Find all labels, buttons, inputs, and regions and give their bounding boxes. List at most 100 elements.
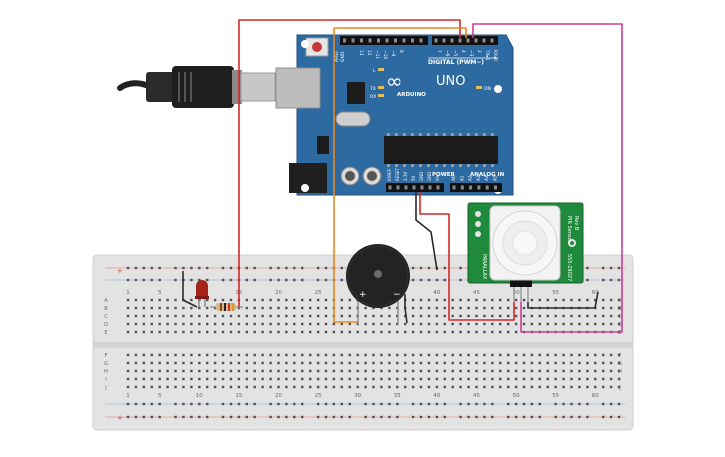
breadboard-col-label: 35 bbox=[394, 393, 401, 399]
wire-black-buzzer-gnd[interactable] bbox=[404, 294, 408, 324]
wire-red-5v[interactable] bbox=[419, 192, 515, 321]
breadboard-row-label: J bbox=[104, 385, 106, 391]
digital-pin-label: ~10 bbox=[382, 50, 388, 59]
power-pin-label: GND bbox=[419, 172, 424, 181]
wire-magenta-pir[interactable] bbox=[472, 23, 623, 333]
logo-minus: − bbox=[396, 78, 402, 86]
tx-label: TX bbox=[369, 86, 376, 92]
breadboard-row-label: E bbox=[618, 330, 621, 336]
digital-header-right bbox=[432, 36, 498, 45]
wire-black-gnd[interactable] bbox=[415, 192, 438, 271]
breadboard-col-label: 20 bbox=[275, 393, 282, 399]
digital-pin-label: 12 bbox=[366, 50, 372, 56]
breadboard-row-label: C bbox=[104, 314, 108, 320]
breadboard-col-label: 50 bbox=[513, 290, 520, 296]
analog-in-label: ANALOG IN bbox=[470, 172, 505, 178]
digital-pin-label: 4 bbox=[460, 50, 466, 53]
breadboard-col-label: 25 bbox=[315, 393, 322, 399]
breadboard-row-label: I bbox=[105, 377, 106, 383]
breadboard-row-label: G bbox=[618, 361, 622, 367]
digital-pin-label: ~9 bbox=[390, 50, 396, 57]
breadboard-row-label: A bbox=[618, 298, 622, 304]
power-label: POWER bbox=[432, 172, 456, 178]
logo-plus: + bbox=[409, 78, 415, 86]
pir-motion-sensor[interactable]: PIR Sensor Rev B 555-28027 PARALLAX bbox=[467, 202, 584, 302]
buzzer-plus-label: + bbox=[359, 290, 367, 300]
wire-orange-buzzer[interactable] bbox=[333, 27, 467, 323]
digital-pin-label: ~6 bbox=[444, 50, 450, 57]
digital-pin-label: 7 bbox=[436, 50, 442, 53]
svg-text:+: + bbox=[117, 414, 123, 422]
digital-pin-label: 13 bbox=[358, 50, 364, 56]
breadboard-col-label: 15 bbox=[235, 393, 242, 399]
breadboard-col-label: 45 bbox=[473, 393, 480, 399]
power-pin-label: GND bbox=[427, 172, 432, 181]
analog-pin-label: A5 bbox=[493, 175, 499, 181]
breadboard-col-label: 60 bbox=[592, 393, 599, 399]
analog-pin-label: A1 bbox=[459, 175, 465, 181]
l-led-label: L bbox=[373, 68, 376, 74]
breadboard-col-label: 1 bbox=[126, 290, 130, 296]
pir-part-number: 555-28027 bbox=[566, 254, 572, 281]
breadboard-row-label: B bbox=[618, 306, 622, 312]
wire-red-led[interactable] bbox=[238, 19, 461, 307]
analog-pin-label: A4 bbox=[484, 175, 490, 181]
aref-label: AREF bbox=[334, 50, 340, 62]
power-pin-label: RESET bbox=[395, 168, 400, 181]
digital-pin-label: ~11 bbox=[374, 50, 380, 59]
pir-title-label: PIR Sensor bbox=[566, 216, 572, 244]
power-pin-label: Vin bbox=[435, 174, 440, 181]
digital-header-left bbox=[340, 36, 428, 45]
breadboard-col-label: 5 bbox=[158, 290, 162, 296]
breadboard-col-label: 40 bbox=[433, 290, 440, 296]
breadboard-col-label: 30 bbox=[354, 393, 361, 399]
power-pin-label: 3.3V bbox=[403, 172, 408, 181]
breadboard-col-label: 25 bbox=[315, 290, 322, 296]
digital-pin-label: 8 bbox=[398, 50, 404, 53]
resistor[interactable] bbox=[210, 303, 243, 311]
breadboard-col-label: 55 bbox=[552, 393, 559, 399]
analog-pin-label: A0 bbox=[451, 175, 457, 181]
breadboard-col-label: 55 bbox=[552, 290, 559, 296]
analog-pin-label: A3 bbox=[476, 175, 482, 181]
breadboard-col-label: 1 bbox=[126, 393, 130, 399]
analog-pin-label: A2 bbox=[468, 175, 474, 181]
breadboard-row-label: A bbox=[104, 298, 108, 304]
arduino-brand-label: ARDUINO bbox=[397, 92, 426, 98]
breadboard-row-label: F bbox=[619, 353, 622, 359]
breadboard-row-label: I bbox=[619, 377, 620, 383]
buzzer-minus-label: − bbox=[393, 290, 401, 300]
wire-black-led-gnd[interactable] bbox=[182, 271, 198, 308]
gnd-label: GND bbox=[340, 51, 346, 62]
usb-cable[interactable] bbox=[117, 66, 276, 108]
breadboard-col-label: 40 bbox=[433, 393, 440, 399]
breadboard-col-label: 5 bbox=[158, 393, 162, 399]
arduino-infinity-logo: ∞ bbox=[386, 69, 403, 93]
breadboard-row-label: C bbox=[618, 314, 622, 320]
analog-header bbox=[450, 183, 502, 192]
piezo-buzzer[interactable]: + − bbox=[346, 244, 410, 325]
digital-pin-label: ~3 bbox=[468, 50, 474, 57]
breadboard-row-label: F bbox=[105, 353, 108, 359]
red-led[interactable] bbox=[195, 280, 209, 307]
reset-button[interactable] bbox=[312, 42, 322, 52]
breadboard-row-label: H bbox=[104, 369, 108, 375]
digital-pin-label: 2 bbox=[476, 50, 482, 53]
breadboard-row-label: E bbox=[104, 330, 107, 336]
atmega-chip bbox=[384, 136, 498, 164]
breadboard-row-label: D bbox=[104, 322, 108, 328]
on-label: ON bbox=[484, 86, 491, 92]
digital-label: DIGITAL (PWM~) bbox=[428, 59, 484, 66]
uno-label: UNO bbox=[436, 74, 465, 89]
breadboard-row-label: H bbox=[618, 369, 622, 375]
pir-rev-label: Rev B bbox=[573, 216, 579, 231]
breadboard-col-label: 20 bbox=[275, 290, 282, 296]
wire-black-pir-gnd[interactable] bbox=[527, 291, 599, 309]
digital-pin-label: ~5 bbox=[452, 50, 458, 57]
